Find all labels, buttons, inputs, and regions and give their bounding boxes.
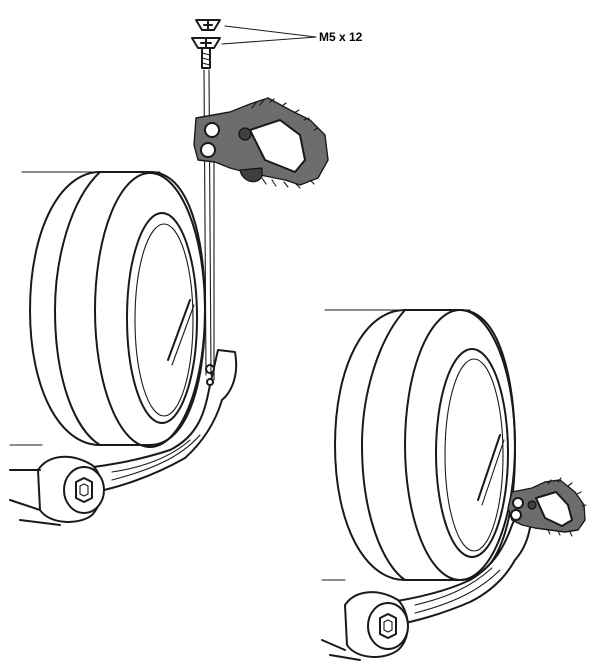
screw-size-label: M5 x 12: [319, 30, 363, 44]
wheel-icon: [334, 309, 516, 581]
pivot-bolt-icon: [9, 455, 105, 526]
callout-leader-lines: [221, 25, 317, 45]
pivot-bolt-icon: [321, 591, 409, 661]
exploded-view: [9, 19, 329, 526]
countersunk-screw-icon: [195, 19, 221, 31]
footpeg-icon: [193, 97, 329, 189]
assembled-view: [321, 309, 587, 661]
wheel-icon: [29, 171, 206, 448]
footpeg-icon: [507, 477, 587, 537]
countersunk-screw-icon: [191, 37, 221, 69]
